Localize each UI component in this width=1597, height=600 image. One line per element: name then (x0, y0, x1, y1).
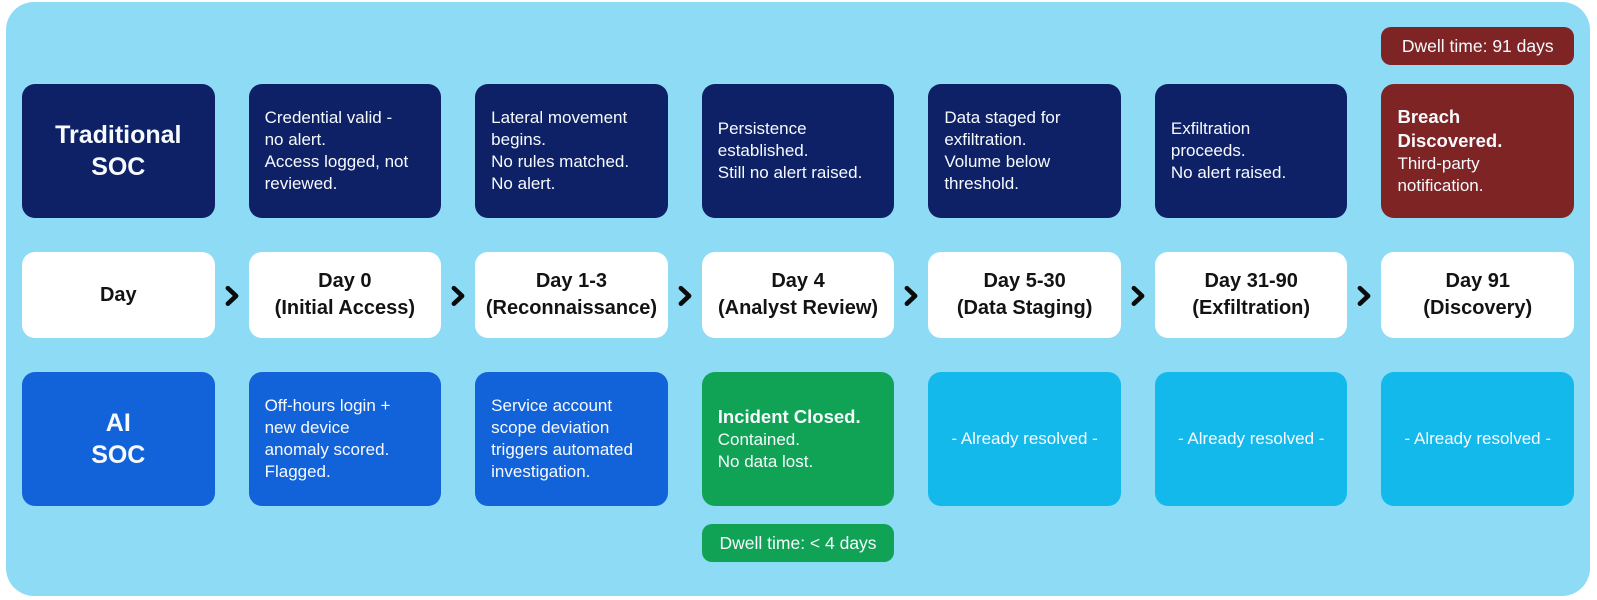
timeline-row: Day Day 0 (Initial Access) Day 1-3 (Reco… (22, 252, 1575, 338)
traditional-step-analyst-review: Persistence established. Still no alert … (701, 84, 895, 218)
traditional-step-exfiltration: Exfiltration proceeds. No alert raised. (1154, 84, 1348, 218)
timeline-step-day5-30: Day 5-30 (Data Staging) (928, 252, 1121, 338)
timeline-step-day31-90: Day 31-90 (Exfiltration) (1154, 252, 1348, 338)
breach-discovered-title: Breach Discovered. (1397, 105, 1503, 151)
timeline-step-day1-3: Day 1-3 (Reconnaissance) (475, 252, 668, 338)
ai-dwell-badge: Dwell time: < 4 days (701, 524, 895, 562)
chevron-right-icon (678, 285, 692, 306)
incident-closed-title: Incident Closed. (717, 405, 861, 427)
breach-discovered-body: Third-party notification. (1397, 153, 1484, 196)
traditional-soc-row: Traditional SOC Credential valid - no al… (22, 84, 1575, 218)
traditional-soc-header: Traditional SOC (22, 84, 215, 218)
breach-discovered-box: Breach Discovered. Third-party notificat… (1381, 84, 1575, 218)
timeline-step-day91: Day 91 (Discovery) (1381, 252, 1575, 338)
traditional-step-data-staging: Data staged for exfiltration. Volume bel… (928, 84, 1121, 218)
traditional-step-initial-access: Credential valid - no alert. Access logg… (248, 84, 442, 218)
chevron-right-icon (1358, 285, 1371, 306)
already-resolved-box: - Already resolved - (1154, 372, 1348, 506)
ai-step-anomaly-flagged: Off-hours login + new device anomaly sco… (248, 372, 442, 506)
chevron-right-icon (451, 285, 465, 306)
ai-soc-row: AI SOC Off-hours login + new device anom… (22, 372, 1575, 506)
soc-comparison-panel: Dwell time: 91 days Traditional SOC Cred… (6, 2, 1590, 596)
ai-soc-header: AI SOC (22, 372, 215, 506)
timeline-step-day: Day (22, 252, 215, 338)
incident-closed-body: Contained. No data lost. (717, 429, 814, 472)
chevron-right-icon (1131, 285, 1145, 306)
chevron-right-icon (904, 285, 918, 306)
already-resolved-box: - Already resolved - (1381, 372, 1575, 506)
ai-dwell-badge-row: Dwell time: < 4 days (22, 524, 1574, 562)
traditional-step-reconnaissance: Lateral movement begins. No rules matche… (475, 84, 668, 218)
ai-step-automated-investigation: Service account scope deviation triggers… (475, 372, 668, 506)
already-resolved-box: - Already resolved - (928, 372, 1121, 506)
timeline-step-day0: Day 0 (Initial Access) (248, 252, 442, 338)
chevron-right-icon (225, 285, 238, 306)
traditional-dwell-badge-row: Dwell time: 91 days (22, 27, 1575, 65)
traditional-dwell-badge: Dwell time: 91 days (1381, 27, 1575, 65)
incident-closed-box: Incident Closed. Contained. No data lost… (701, 372, 895, 506)
timeline-step-day4: Day 4 (Analyst Review) (701, 252, 895, 338)
